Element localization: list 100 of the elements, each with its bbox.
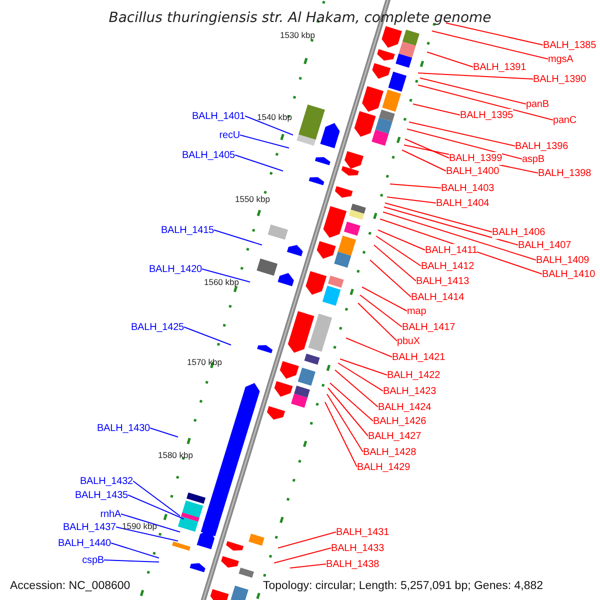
leader-line: [340, 358, 388, 376]
gene-label: BALH_1435: [74, 488, 128, 502]
leader-line: [346, 338, 392, 358]
leader-line: [120, 514, 180, 532]
gene-label: BALH_1431: [336, 526, 390, 538]
leader-line: [446, 22, 544, 46]
title: Bacillus thuringiensis str. Al Hakam, complete genome: [108, 10, 492, 26]
scale-label: 1540 kbp: [257, 112, 292, 122]
gene-label: pbuX: [397, 334, 420, 348]
gene-label: BALH_1420: [148, 262, 202, 276]
scale-label: 1530 kbp: [280, 30, 315, 40]
leader-line: [274, 548, 332, 564]
gene-label: BALH_1421: [392, 350, 446, 364]
gene-label: BALH_1406: [492, 226, 546, 238]
footer-text: Accession: NC_008600: [10, 580, 130, 592]
gene-label: BALH_1429: [357, 460, 410, 474]
gene-label: panC: [553, 114, 577, 126]
gene-label: recU: [219, 128, 240, 142]
gene-label: aspB: [522, 152, 544, 166]
leader-line: [202, 268, 250, 282]
leader-line: [376, 236, 422, 266]
gene-label: BALH_1437: [62, 520, 116, 534]
footer-text: Topology: circular; Length: 5,257,091 bp; Genes: 4,882: [263, 580, 544, 592]
scale-label: 1590 kbp: [122, 521, 157, 531]
leader-line: [408, 122, 516, 146]
gene-label: BALH_1396: [515, 140, 568, 152]
leader-line: [374, 244, 416, 282]
leader-line: [378, 230, 426, 250]
leader-line: [418, 84, 554, 120]
leader-line: [406, 128, 522, 160]
leader-line: [338, 362, 384, 392]
leader-line: [214, 230, 262, 246]
leader-line: [290, 564, 326, 568]
gene-label: BALH_1391: [473, 60, 526, 74]
gene-label: BALH_1428: [363, 446, 416, 458]
leader-line: [384, 206, 518, 246]
leader-line: [234, 154, 284, 172]
gene-label: BALH_1385: [543, 38, 596, 52]
gene-label: BALH_1413: [416, 274, 470, 288]
gene-label: BALH_1414: [411, 290, 464, 304]
gene-label: BALH_1390: [533, 72, 586, 86]
leader-line: [104, 560, 160, 562]
gene-label: panB: [526, 98, 549, 110]
leader-line: [412, 104, 460, 116]
leader-line: [132, 480, 180, 516]
leader-line: [330, 382, 374, 422]
leader-line: [390, 184, 442, 188]
scale-label: 1560 kbp: [204, 277, 239, 287]
gene-label: BALH_1417: [402, 320, 456, 334]
gene-label: BALH_1399: [449, 152, 502, 164]
leader-line: [432, 30, 548, 60]
gene-label: BALH_1433: [331, 542, 384, 554]
scale-label: 1570 kbp: [187, 357, 222, 367]
leader-line: [116, 526, 178, 542]
gene-label: BALH_1412: [421, 260, 474, 272]
leader-line: [426, 52, 474, 68]
leader-line: [358, 302, 398, 342]
gene-label: BALH_1398: [538, 166, 592, 180]
leader-line: [328, 388, 368, 436]
gene-label: cspB: [82, 554, 104, 566]
leader-line: [384, 202, 492, 232]
leader-line: [184, 326, 232, 346]
gene-label: BALH_1403: [441, 182, 494, 194]
gene-label: BALH_1401: [192, 110, 245, 122]
leader-line: [150, 428, 178, 438]
leader-line: [244, 116, 294, 136]
gene-label: BALH_1404: [436, 196, 490, 210]
gene-label: BALH_1430: [96, 422, 150, 434]
gene-label: BALH_1409: [536, 254, 590, 266]
leader-line: [418, 72, 534, 80]
leader-line: [370, 260, 412, 298]
leader-line: [334, 370, 378, 408]
leader-line: [324, 402, 358, 468]
gene-label: BALH_1440: [58, 536, 111, 550]
leader-line: [278, 532, 336, 548]
leader-line: [360, 294, 402, 328]
scale-label: 1550 kbp: [235, 194, 270, 204]
leader-line: [110, 542, 160, 558]
gene-label: BALH_1422: [387, 368, 440, 382]
gene-label: BALH_1410: [542, 268, 596, 280]
gene-label: BALH_1424: [378, 400, 432, 414]
leader-line: [382, 212, 536, 260]
gene-label: BALH_1405: [182, 148, 235, 162]
gene-label: BALH_1432: [80, 474, 133, 488]
gene-label: BALH_1438: [326, 558, 380, 570]
gene-label: BALH_1426: [373, 414, 426, 428]
gene-label: BALH_1415: [160, 224, 214, 236]
gene-label: BALH_1407: [518, 238, 572, 252]
leader-line: [362, 286, 408, 312]
scale-label: 1580 kbp: [158, 450, 193, 460]
leader-line: [386, 196, 436, 204]
leader-line: [402, 150, 446, 172]
gene-label: mgsA: [548, 52, 574, 66]
leader-line: [240, 134, 290, 148]
leader-line: [128, 494, 184, 520]
gene-label: BALH_1423: [383, 384, 436, 398]
gene-label: BALH_1411: [425, 244, 478, 256]
leader-line: [420, 78, 526, 104]
leader-line: [404, 138, 450, 158]
gene-label: BALH_1395: [460, 108, 514, 122]
